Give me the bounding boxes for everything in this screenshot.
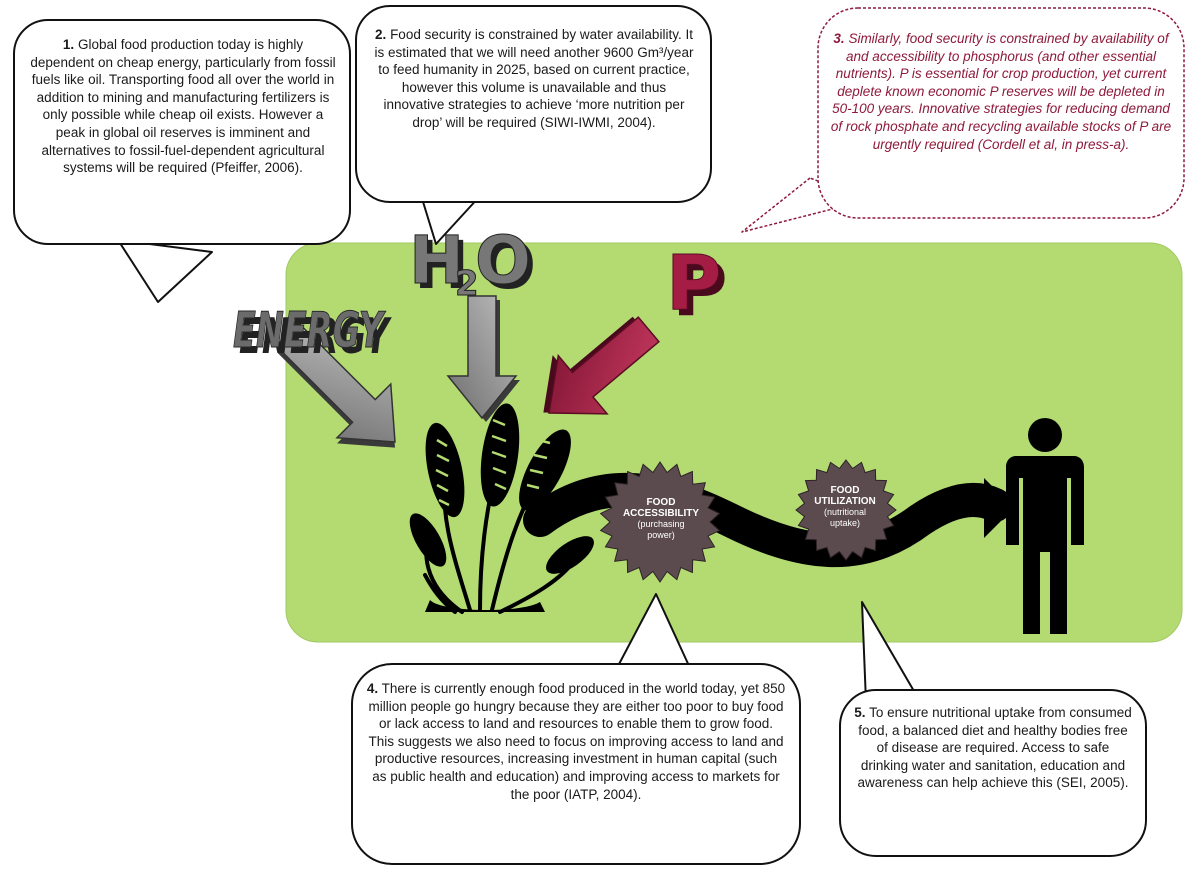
energy-label: ENERGY ENERGY: [233, 302, 393, 366]
svg-text:P: P: [666, 238, 722, 327]
phosphorus-label: P P: [666, 238, 728, 334]
svg-text:P: P: [672, 244, 728, 333]
person-icon: [1006, 418, 1084, 634]
svg-text:O: O: [480, 227, 536, 304]
svg-text:O: O: [475, 222, 531, 299]
svg-text:H: H: [409, 222, 464, 299]
energy-arrow: [276, 323, 396, 448]
food-utilization-label: FOOD UTILIZATION (nutritional uptake): [814, 485, 876, 528]
water-label: H H 2 O O: [409, 222, 537, 305]
svg-text:ENERGY: ENERGY: [233, 302, 386, 359]
bubble-4: [351, 663, 801, 865]
note-water: 2. Food security is constrained by water…: [374, 27, 694, 130]
food-utilization-star: [795, 459, 897, 561]
note-accessibility: 4. There is currently enough food produc…: [366, 681, 786, 802]
svg-text:H: H: [414, 227, 469, 304]
note-phosphorus: 3. Similarly, food security is constrain…: [830, 31, 1172, 152]
bubble-5: [839, 689, 1147, 857]
bubble-1: [13, 19, 351, 245]
svg-text:ENERGY: ENERGY: [239, 308, 392, 365]
bubble-1-tail: [117, 239, 213, 303]
note-energy: 1. Global food production today is highl…: [30, 37, 336, 176]
bubble-3: [817, 7, 1185, 219]
note-utilization: 5. To ensure nutritional uptake from con…: [854, 705, 1132, 791]
food-flow-arrowhead: [984, 478, 1014, 538]
food-accessibility-star: [599, 461, 721, 583]
svg-text:2: 2: [455, 264, 479, 304]
water-arrow: [446, 295, 520, 422]
food-accessibility-label: FOOD ACCESSIBILITY (purchasing power): [622, 497, 700, 540]
bubble-2: [355, 5, 712, 203]
wheat-plant-icon: [409, 403, 594, 614]
phosphorus-arrow: [543, 316, 660, 415]
